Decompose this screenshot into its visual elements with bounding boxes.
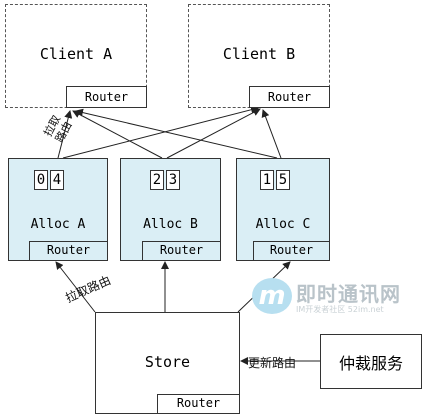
alloc-c-router: Router (253, 241, 330, 261)
watermark-logo-icon: m (252, 278, 292, 314)
alloc-a-router: Router (29, 241, 108, 261)
alloc-b-router: Router (142, 241, 221, 261)
alloc-c-cell: 5 (276, 170, 290, 190)
arrow-alloc-a-to-client-b (62, 105, 259, 159)
alloc-b-label: Alloc B (143, 217, 198, 232)
arbiter-box: 仲裁服务 (320, 334, 422, 389)
alloc-c-box: 1 5 Alloc C Router (236, 158, 330, 261)
alloc-b-cell: 2 (150, 170, 164, 190)
client-b-box: Client B Router (188, 4, 330, 108)
alloc-b-cell: 3 (166, 170, 180, 190)
client-a-label: Client A (39, 45, 113, 63)
store-router: Router (157, 394, 240, 414)
alloc-a-cell: 0 (34, 170, 48, 190)
arrow-alloc-b-to-client-b (166, 108, 261, 159)
client-b-label: Client B (222, 45, 296, 63)
alloc-c-cell: 1 (260, 170, 274, 190)
alloc-a-box: 0 4 Alloc A Router (8, 158, 108, 261)
watermark: m 即时通讯网 IM开发者社区 52im.net (252, 276, 422, 320)
arrow-alloc-a-to-client-a (57, 110, 73, 159)
alloc-c-cells: 1 5 (260, 170, 290, 190)
store-box: Store Router (95, 312, 240, 414)
update-route-label: 更新路由 (248, 356, 297, 370)
alloc-b-box: 2 3 Alloc B Router (120, 158, 221, 261)
watermark-title: 即时通讯网 (296, 282, 401, 306)
client-a-router: Router (66, 86, 147, 108)
arrow-alloc-c-to-client-b (261, 109, 282, 159)
client-b-router: Router (249, 86, 330, 108)
arbiter-label: 仲裁服务 (338, 354, 403, 373)
arrow-alloc-b-to-client-a (72, 110, 163, 159)
alloc-a-label: Alloc A (30, 217, 86, 232)
alloc-c-label: Alloc C (255, 217, 311, 232)
watermark-subtitle: IM开发者社区 52im.net (296, 305, 384, 314)
client-a-box: Client A Router (5, 4, 147, 108)
alloc-b-cells: 2 3 (150, 170, 180, 190)
alloc-a-cells: 0 4 (34, 170, 64, 190)
alloc-a-cell: 4 (50, 170, 64, 190)
arrow-store-to-alloc-a (55, 261, 96, 313)
arrow-alloc-c-to-client-a (75, 108, 278, 159)
store-label: Store (144, 353, 191, 371)
